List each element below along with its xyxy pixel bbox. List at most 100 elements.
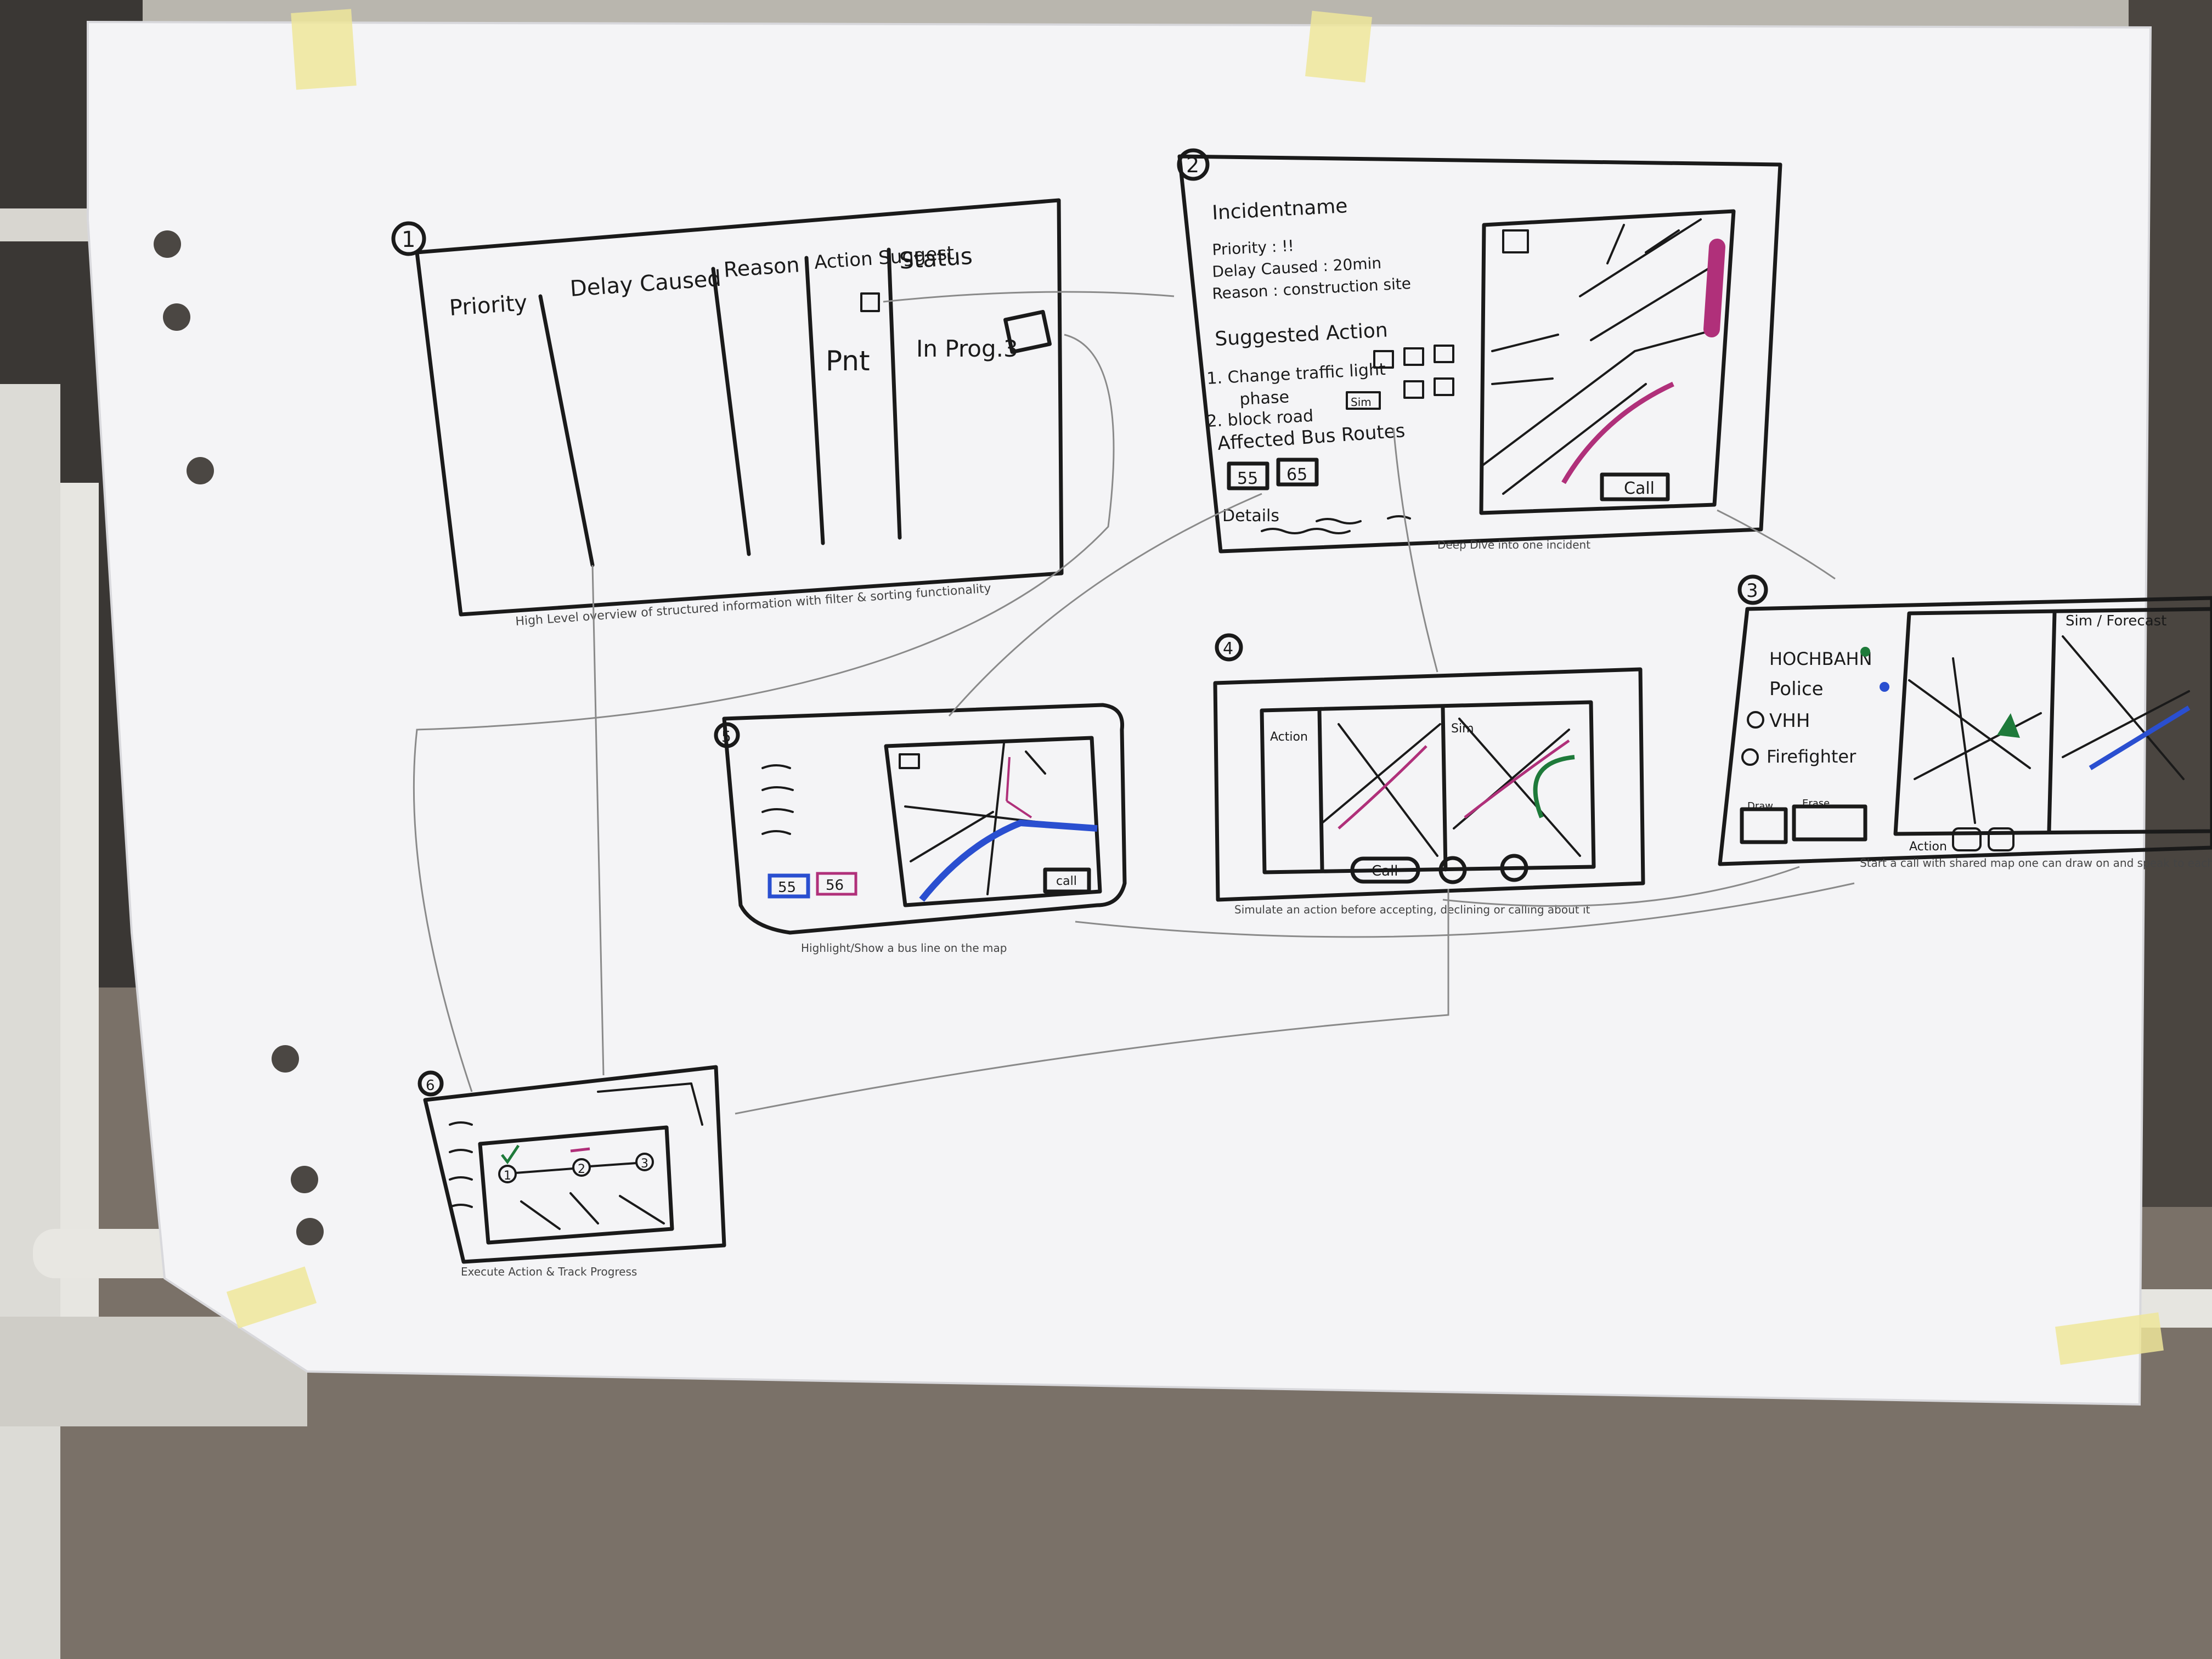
bus-map (884, 736, 1102, 907)
bus-call-button (1043, 867, 1091, 894)
step-2-active-mark (570, 1147, 590, 1153)
panel-action-label: Action (1270, 730, 1308, 744)
contact-police: Police (1769, 678, 1824, 700)
frame-3-number: 3 (1746, 580, 1758, 602)
frame-2-caption: Deep Dive into one incident (1437, 538, 1590, 551)
police-status-dot (1880, 682, 1889, 692)
bus-call-label: call (1056, 874, 1077, 888)
frame-3-caption: Start a call with shared map one can dra… (1860, 856, 2212, 870)
suggested-action-1b: phase (1239, 387, 1290, 409)
arrow-2-to-4 (1392, 427, 1438, 673)
sim-accept-button (1438, 856, 1467, 884)
arrow-5-to-3 (1075, 882, 1855, 938)
frame-4-simulate: 4 Action Sim Call Simulate an action bef… (1213, 633, 1645, 916)
route-55-chip-selected (768, 873, 810, 899)
actions-label: Action (1909, 840, 1947, 854)
sim-decline-button (1500, 854, 1528, 882)
route-55-label: 55 (1237, 469, 1258, 488)
arrow-2-to-3 (1717, 509, 1836, 580)
header-priority: Priority (448, 290, 528, 321)
forecast-route-blue (2089, 706, 2191, 770)
action-expand-box (860, 292, 880, 312)
incident-map (1479, 209, 1736, 515)
bus-route-56: 56 (826, 877, 844, 894)
action-icon-2 (1988, 827, 2015, 851)
flow-arrows (413, 291, 1855, 1115)
map-call-label: Call (1624, 479, 1655, 498)
step-2-label: 2 (578, 1163, 585, 1176)
sim-call-label: Call (1372, 863, 1398, 879)
action-route-magenta (1338, 745, 1427, 830)
action-2-check (1403, 380, 1424, 399)
step-1-check-icon (501, 1144, 520, 1165)
action-2-sim-box (1346, 391, 1381, 410)
punch-holes (154, 230, 324, 1245)
sim-dialog (1260, 700, 1596, 874)
bus-route-55: 55 (778, 879, 796, 896)
arrow-4-to-6 (735, 889, 1449, 1115)
sim-call-button (1350, 856, 1420, 884)
shared-map-label: Sim / Forecast (2066, 613, 2166, 629)
row-status-value: In Prog.3 (916, 335, 1018, 362)
shared-map-marker (1997, 713, 2020, 738)
step-1-label: 1 (504, 1169, 511, 1183)
arrow-1-to-6 (413, 334, 1115, 1092)
frame-5-bus-line: 5 55 56 call Highlight/Show a bus line o… (714, 703, 1127, 955)
incident-priority: Priority : !! (1212, 236, 1295, 259)
row-action-value: Pnt (826, 345, 870, 377)
action-2-sim-label: Sim (1351, 396, 1372, 409)
action-1-decline (1434, 345, 1454, 363)
map-expand-icon (1502, 229, 1529, 253)
step-1-circle (498, 1165, 517, 1183)
sim-route-magenta (1464, 739, 1570, 819)
details-label: Details (1222, 506, 1279, 526)
masking-tape (226, 9, 2164, 1365)
contact-firefighter: Firefighter (1767, 746, 1857, 767)
erase-tool (1792, 804, 1867, 842)
bus-map-expand-icon (899, 753, 920, 769)
action-1-accept (1373, 350, 1394, 369)
shared-map (1893, 607, 2212, 836)
contact-hochbahn: HOCHBAHN (1769, 648, 1872, 669)
action-2-decline (1434, 377, 1454, 396)
action-icon-1 (1952, 827, 1982, 851)
draw-tool (1740, 807, 1788, 844)
step-3-label: 3 (641, 1157, 648, 1171)
draw-label: Draw (1747, 800, 1773, 812)
frame-4-caption: Simulate an action before accepting, dec… (1234, 903, 1590, 916)
progress-dialog (478, 1125, 674, 1245)
route-56-chip (816, 872, 857, 896)
header-reason: Reason (723, 252, 800, 282)
status-close-box (1003, 309, 1052, 354)
header-status: Status (898, 242, 973, 274)
frame-6-execute: 6 1 2 3 Execute Action & Track Progress (417, 1065, 726, 1278)
route-65-label: 65 (1286, 465, 1307, 484)
panel-sim-label: Sim (1451, 722, 1474, 736)
blocked-road-highlight (1703, 239, 1725, 337)
frame-3-shared-call: 3 HOCHBAHN Police VHH Firefighter Sim / … (1718, 574, 2212, 870)
frame-1-number: 1 (402, 227, 415, 252)
arrow-2-to-5 (948, 493, 1262, 716)
frame-4-number: 4 (1223, 639, 1233, 658)
firefighter-decline-icon (1741, 748, 1759, 766)
hochbahn-status-dot (1860, 647, 1870, 657)
highlighted-bus-line (919, 819, 1098, 902)
route-55-chip (1227, 461, 1269, 490)
incident-route-magenta (1561, 381, 1674, 484)
vhh-decline-icon (1747, 711, 1764, 729)
erase-label: Erase (1802, 798, 1830, 809)
frame-5-caption: Highlight/Show a bus line on the map (801, 941, 1007, 955)
arrow-1-to-2 (883, 291, 1175, 303)
action-1-check (1403, 347, 1424, 366)
contact-vhh: VHH (1769, 710, 1810, 732)
route-65-chip (1276, 458, 1319, 487)
sim-detour-green (1533, 755, 1575, 819)
frame-6-number: 6 (426, 1077, 435, 1094)
arrow-4-to-3 (1442, 866, 1800, 907)
arrow-1-down (591, 565, 605, 1076)
frame-5-number: 5 (721, 727, 731, 746)
frame-2-number: 2 (1186, 153, 1199, 177)
map-call-button (1600, 472, 1670, 501)
frame-6-caption: Execute Action & Track Progress (461, 1265, 637, 1278)
